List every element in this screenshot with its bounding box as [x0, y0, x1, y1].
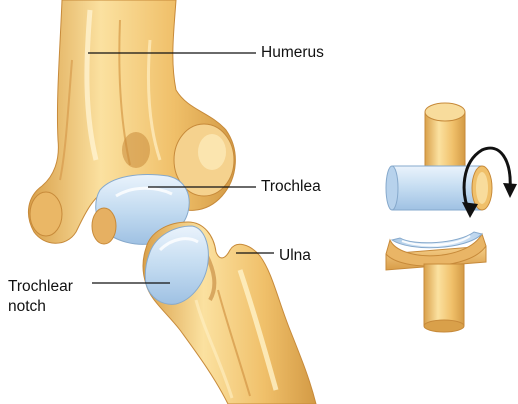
- ulna-label: Ulna: [279, 247, 311, 265]
- horizontal-cylinder: [386, 166, 492, 210]
- upper-post: [425, 103, 465, 170]
- capitulum: [92, 208, 116, 244]
- trochlea-label: Trochlea: [261, 178, 321, 196]
- trochlear-notch-label-line2: notch: [8, 298, 46, 316]
- humerus-label: Humerus: [261, 44, 324, 62]
- trochlear-notch-label-line1: Trochlear: [8, 278, 73, 296]
- lower-trough: [386, 232, 486, 332]
- hinge-model: [386, 103, 517, 332]
